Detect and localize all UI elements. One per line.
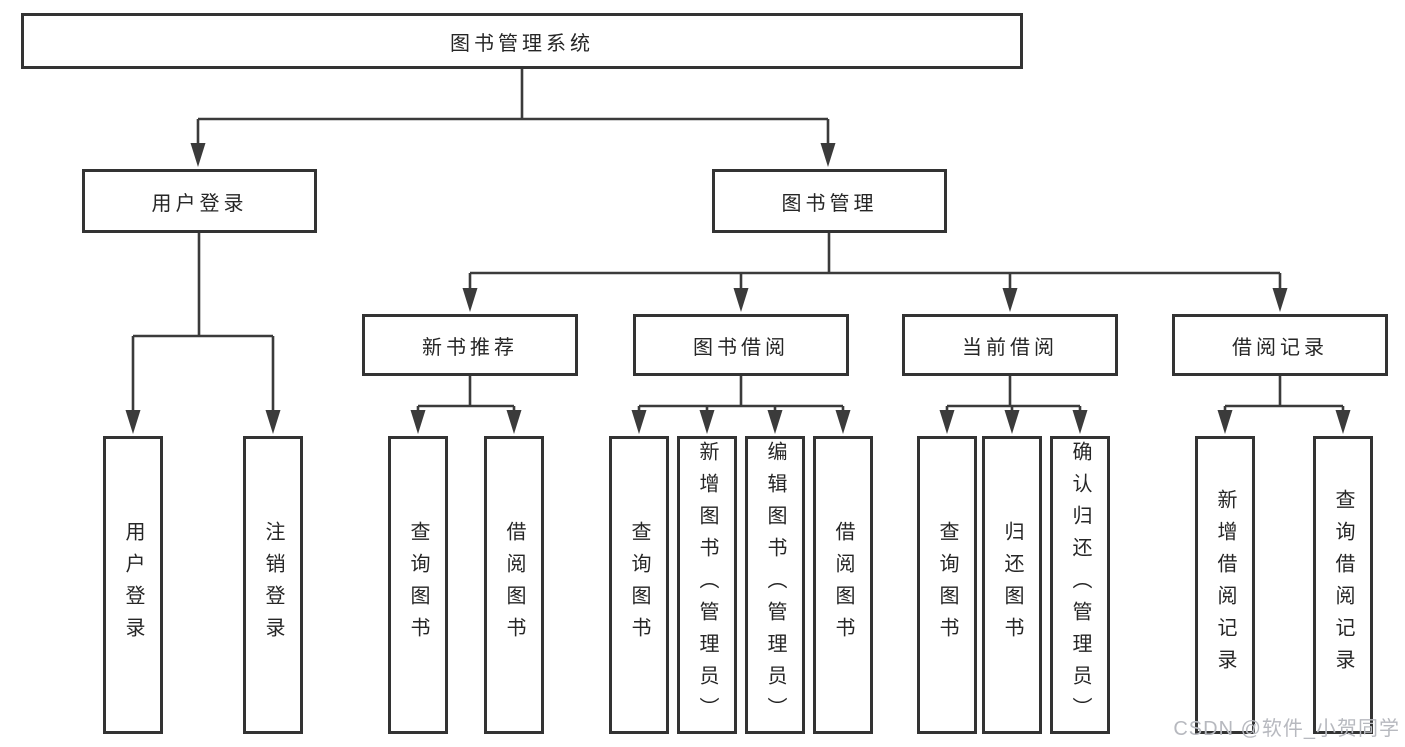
arrowhead-icon: [1272, 288, 1288, 312]
leaf-user-login: 用户登录: [103, 436, 163, 734]
arrowhead-icon: [835, 410, 851, 434]
node-new-book-recommend: 新书推荐: [362, 314, 578, 376]
leaf-borrow-add-books-admin-label: 新增图书（管理员）: [696, 441, 718, 729]
leaf-logout: 注销登录: [243, 436, 303, 734]
arrowhead-icon: [506, 410, 522, 434]
leaf-borrow-borrow-books: 借阅图书: [813, 436, 873, 734]
leaf-borrow-edit-books-admin-label: 编辑图书（管理员）: [764, 441, 786, 729]
leaf-user-login-label: 用户登录: [122, 521, 144, 649]
leaf-borrow-query-books: 查询图书: [609, 436, 669, 734]
leaf-current-return-books-label: 归还图书: [1001, 521, 1023, 649]
node-library-system-label: 图书管理系统: [450, 32, 594, 55]
node-borrow-records-label: 借阅记录: [1232, 336, 1328, 359]
csdn-watermark: CSDN @软件_小贺同学: [1173, 718, 1400, 740]
leaf-current-query-books-label: 查询图书: [936, 521, 958, 649]
node-user-login-label: 用户登录: [151, 192, 248, 215]
arrowhead-icon: [1072, 410, 1088, 434]
arrowhead-icon: [462, 288, 478, 312]
leaf-current-return-books: 归还图书: [982, 436, 1042, 734]
arrowhead-icon: [410, 410, 426, 434]
arrowhead-icon: [699, 410, 715, 434]
node-user-login: 用户登录: [82, 169, 317, 233]
arrowhead-icon: [767, 410, 783, 434]
leaf-newrec-query-books: 查询图书: [388, 436, 448, 734]
arrowhead-icon: [1335, 410, 1351, 434]
leaf-borrow-add-books-admin: 新增图书（管理员）: [677, 436, 737, 734]
arrowhead-icon: [265, 410, 281, 434]
leaf-records-add-record: 新增借阅记录: [1195, 436, 1255, 734]
leaf-logout-label: 注销登录: [262, 521, 284, 649]
node-borrow-records: 借阅记录: [1172, 314, 1388, 376]
node-book-borrow-label: 图书借阅: [693, 336, 789, 359]
leaf-newrec-query-books-label: 查询图书: [407, 521, 429, 649]
leaf-records-query-record-label: 查询借阅记录: [1332, 489, 1354, 681]
node-library-system: 图书管理系统: [21, 13, 1023, 69]
arrowhead-icon: [1004, 410, 1020, 434]
leaf-current-query-books: 查询图书: [917, 436, 977, 734]
leaf-borrow-edit-books-admin: 编辑图书（管理员）: [745, 436, 805, 734]
node-book-management: 图书管理: [712, 169, 947, 233]
node-current-borrow: 当前借阅: [902, 314, 1118, 376]
leaf-borrow-borrow-books-label: 借阅图书: [832, 521, 854, 649]
arrowhead-icon: [939, 410, 955, 434]
arrowhead-icon: [1002, 288, 1018, 312]
node-book-management-label: 图书管理: [781, 192, 878, 215]
arrowhead-icon: [125, 410, 141, 434]
leaf-current-confirm-return-admin: 确认归还（管理员）: [1050, 436, 1110, 734]
arrowhead-icon: [733, 288, 749, 312]
arrowheads: [125, 143, 1351, 434]
arrowhead-icon: [631, 410, 647, 434]
node-new-book-recommend-label: 新书推荐: [422, 336, 518, 359]
arrowhead-icon: [1217, 410, 1233, 434]
leaf-records-add-record-label: 新增借阅记录: [1214, 489, 1236, 681]
leaf-current-confirm-return-admin-label: 确认归还（管理员）: [1069, 441, 1091, 729]
leaf-newrec-borrow-books: 借阅图书: [484, 436, 544, 734]
leaf-records-query-record: 查询借阅记录: [1313, 436, 1373, 734]
node-current-borrow-label: 当前借阅: [962, 336, 1058, 359]
arrowhead-icon: [190, 143, 206, 167]
arrowhead-icon: [820, 143, 836, 167]
node-book-borrow: 图书借阅: [633, 314, 849, 376]
leaf-borrow-query-books-label: 查询图书: [628, 521, 650, 649]
leaf-newrec-borrow-books-label: 借阅图书: [503, 521, 525, 649]
